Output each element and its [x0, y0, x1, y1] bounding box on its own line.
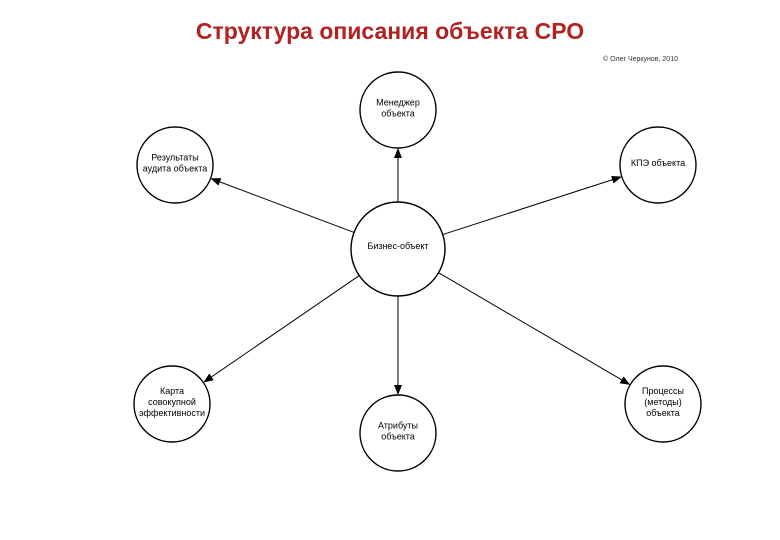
node-circle-kpi — [619, 126, 697, 204]
node-label-efficiency-map-line: Карта — [160, 386, 184, 396]
arrow-to-processes — [438, 272, 631, 385]
node-label-efficiency-map-line: эффективности — [139, 408, 205, 418]
node-label-processes-line: (методы) — [644, 397, 681, 407]
node-label-kpi: КПЭ объекта — [631, 158, 685, 168]
node-label-processes-line: Процессы — [642, 386, 684, 396]
node-label-business-object-line: Бизнес-объект — [367, 241, 428, 251]
node-label-business-object: Бизнес-объект — [367, 241, 428, 251]
node-label-efficiency-map-line: совокупной — [148, 397, 196, 407]
node-label-processes-line: объекта — [646, 408, 680, 418]
node-label-audit-results-line: аудита объекта — [143, 164, 207, 174]
node-label-kpi-line: КПЭ объекта — [631, 158, 685, 168]
node-label-manager-line: Менеджер — [376, 98, 420, 108]
node-circle-business-object — [350, 201, 446, 297]
node-circle-manager — [359, 71, 437, 149]
arrow-to-audit-results — [210, 178, 355, 233]
edges-group — [203, 148, 631, 395]
node-label-attributes-line: объекта — [381, 432, 415, 442]
arrow-to-efficiency-map — [203, 275, 360, 383]
arrow-to-kpi — [442, 175, 622, 236]
page-title: Структура описания объекта СРО — [195, 18, 585, 44]
node-circle-attributes — [359, 394, 437, 472]
copyright-note: © Олег Черкунов, 2010 — [603, 56, 678, 63]
node-label-processes: Процессы(методы)объекта — [642, 386, 684, 418]
node-circle-processes — [624, 365, 702, 443]
node-label-manager-line: объекта — [381, 109, 415, 119]
node-label-attributes-line: Атрибуты — [378, 421, 418, 431]
node-label-audit-results-line: Результаты — [151, 153, 198, 163]
node-circle-efficiency-map — [133, 365, 211, 443]
node-circle-audit-results — [136, 126, 214, 204]
